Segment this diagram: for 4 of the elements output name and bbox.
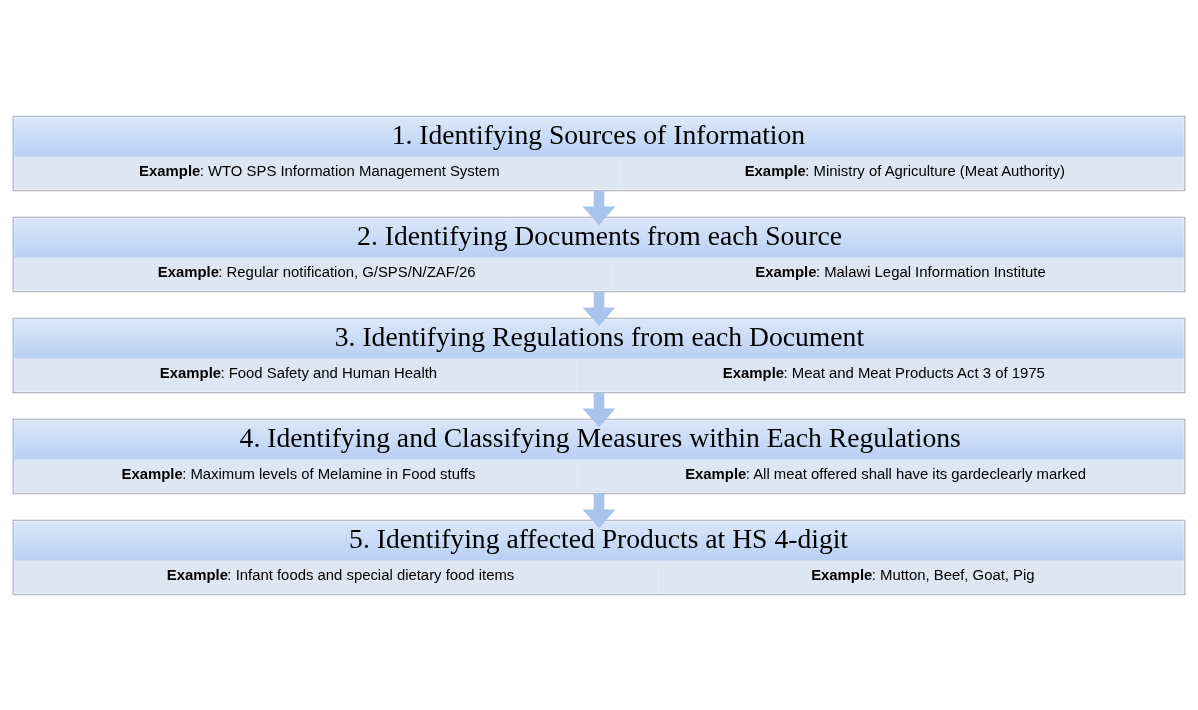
arrow	[582, 291, 616, 326]
arrow	[582, 392, 616, 427]
arrow	[582, 190, 616, 225]
arrow	[582, 493, 616, 528]
